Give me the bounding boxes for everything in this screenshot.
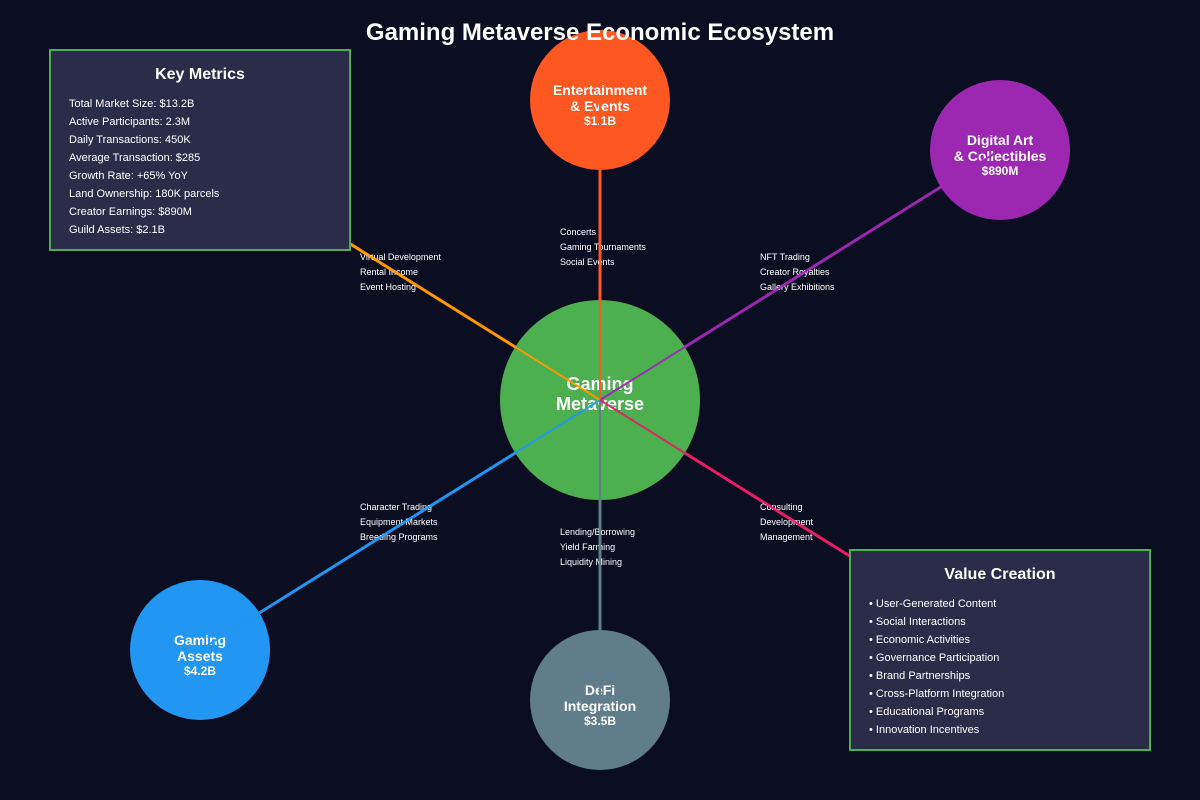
flow-label-services: Consulting [760,502,803,512]
overlay-line-digital-art [599,149,1001,401]
value-creation-item: • Educational Programs [869,706,985,718]
page-title: Gaming Metaverse Economic Ecosystem [366,19,834,46]
node-label-digital-art: & Collectibles [954,148,1047,164]
metric-item: Active Participants: 2.3M [69,116,191,128]
key-metrics-panel: Key Metrics Total Market Size: $13.2B Act… [49,49,351,251]
value-creation-list: • User-Generated Content • Social Interac… [851,595,1149,739]
node-value-digital-art: $890M [982,164,1019,178]
node-value-gaming-assets: $4.2B [184,664,216,678]
value-creation-item: • Innovation Incentives [869,724,980,736]
node-value-defi: $3.5B [584,714,616,728]
metric-item: Daily Transactions: 450K [69,134,191,146]
metric-item: Guild Assets: $2.1B [69,224,165,236]
key-metrics-title: Key Metrics [155,66,245,83]
metric-item: Creator Earnings: $890M [69,206,192,218]
value-creation-panel: Value Creation • User-Generated Content•… [849,549,1151,751]
value-creation-title: Value Creation [944,566,1056,583]
flow-label-digital-art: Creator Royalties [760,267,830,277]
node-label-defi: Integration [564,698,636,714]
overlay-line-gaming-assets [199,399,601,651]
metric-item: Land Ownership: 180K parcels [69,188,220,200]
metric-item: Average Transaction: $285 [69,152,201,164]
flow-label-gaming-assets: Equipment Markets [360,517,438,527]
flow-label-services: Management [760,532,813,542]
flow-label-defi: Lending/Borrowing [560,527,635,537]
flow-label-virtual-land: Virtual Development [360,252,441,262]
value-creation-item: • Governance Participation [869,652,1000,664]
value-creation-item: • Cross-Platform Integration [869,688,1005,700]
value-creation-item: • User-Generated Content [869,598,997,610]
flow-label-gaming-assets: Character Trading [360,502,432,512]
node-label-gaming-assets: Assets [177,648,223,664]
node-label-entertainment: Entertainment [553,82,647,98]
flow-label-virtual-land: Rental Income [360,267,418,277]
flow-label-entertainment: Concerts [560,227,597,237]
metric-item: Total Market Size: $13.2B [69,98,195,110]
flow-label-virtual-land: Event Hosting [360,282,416,292]
flow-label-digital-art: NFT Trading [760,252,810,262]
flow-label-defi: Liquidity Mining [560,557,622,567]
node-label-digital-art: Digital Art [967,132,1034,148]
flow-label-services: Development [760,517,814,527]
node-label-gaming-assets: Gaming [174,632,226,648]
flow-label-entertainment: Social Events [560,257,615,267]
value-creation-item: • Social Interactions [869,616,966,628]
flow-label-defi: Yield Farming [560,542,615,552]
flow-label-entertainment: Gaming Tournaments [560,242,646,252]
flow-label-digital-art: Gallery Exhibitions [760,282,835,292]
key-metrics-list: Total Market Size: $13.2B Active Particip… [51,95,349,239]
value-creation-item: • Economic Activities [869,634,971,646]
value-creation-item: • Brand Partnerships [869,670,971,682]
metric-item: Growth Rate: +65% YoY [69,170,188,182]
flow-label-gaming-assets: Breeding Programs [360,532,438,542]
